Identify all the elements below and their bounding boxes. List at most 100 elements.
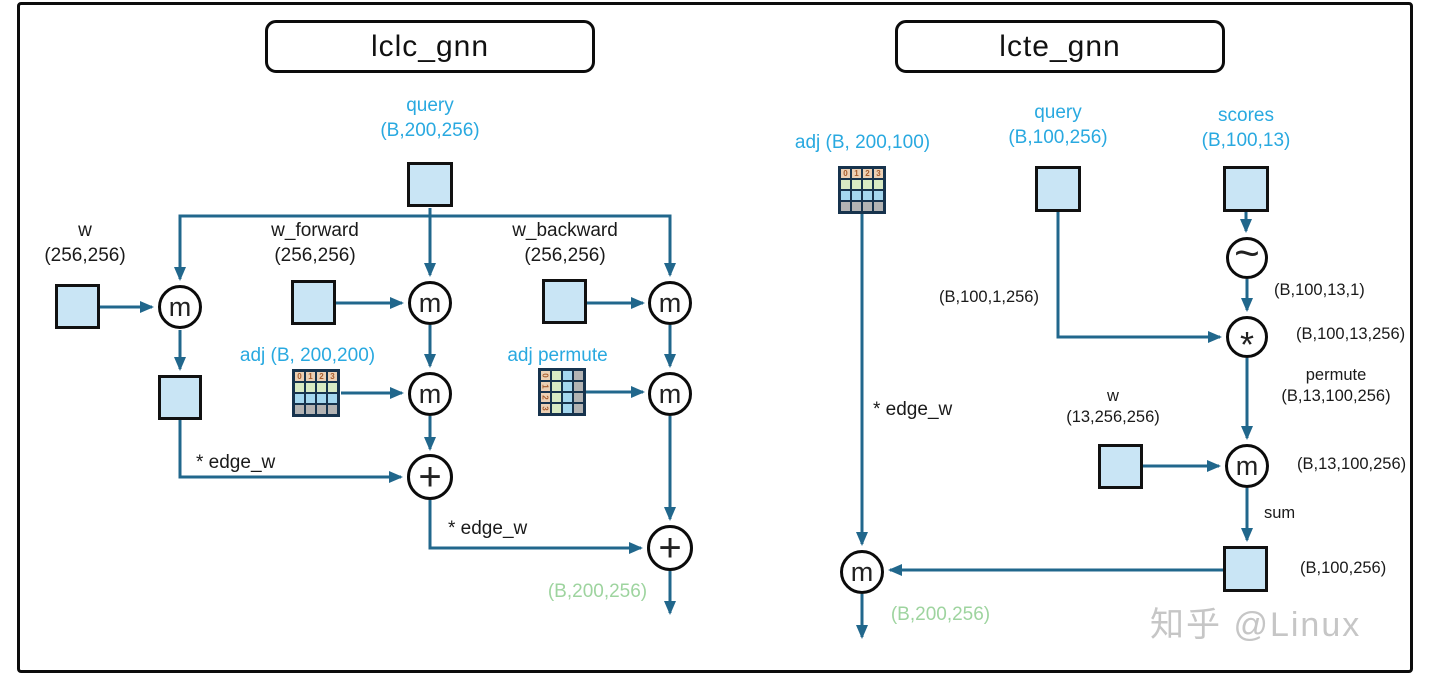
matrix-cell: 1 (306, 372, 315, 381)
left-wbackward-tensor (542, 279, 587, 324)
left-adj-label: adj (B, 200,200) (239, 345, 376, 366)
left-wbackward-shape: (256,256) (524, 245, 606, 266)
matmul-op-circle: m (158, 285, 202, 329)
right-title: lcte_gnn (999, 29, 1121, 63)
adjacency-matrix-icon: 0 1 2 3 (292, 369, 340, 417)
matrix-cell (306, 405, 315, 414)
right-scores-label-block: scores (B,100,13) (1166, 103, 1326, 153)
matrix-cell (863, 202, 872, 211)
left-query-name: query (406, 95, 454, 116)
matrix-cell (563, 393, 572, 402)
adjacency-matrix-permuted-icon: 0 1 2 3 (538, 368, 586, 416)
wire-bus-to-matmul3 (430, 214, 676, 277)
right-sum-label: sum (1264, 504, 1296, 522)
matrix-cell: 3 (874, 169, 883, 178)
matmul-op-circle: m (840, 550, 884, 594)
matrix-cell (874, 180, 883, 189)
right-query-shape: (B,100,256) (1008, 127, 1108, 148)
right-mul-out-shape: (B,100,13,256) (1296, 325, 1406, 343)
matrix-cell (552, 393, 561, 402)
matrix-cell (841, 191, 850, 200)
watermark: 知乎 @Linux (1150, 606, 1362, 644)
matrix-cell (317, 394, 326, 403)
matrix-cell (841, 180, 850, 189)
left-query-shape: (B,200,256) (380, 120, 480, 141)
matrix-cell (574, 371, 583, 380)
wire-add1-to-add2 (428, 500, 643, 554)
right-edge-w-label: * edge_w (873, 399, 953, 420)
left-wforward-name: w_forward (271, 220, 359, 241)
matrix-cell: 2 (541, 393, 550, 402)
right-permute-name: permute (1305, 366, 1367, 384)
outer-border (17, 2, 1413, 673)
matrix-cell (563, 404, 572, 413)
matmul-op-circle: m (648, 372, 692, 416)
matrix-cell (563, 382, 572, 391)
left-intermediate-tensor (158, 375, 202, 420)
matrix-cell: 0 (295, 372, 304, 381)
matrix-cell (306, 394, 315, 403)
right-sum-tensor (1223, 546, 1268, 592)
wire-query-to-mul (1056, 212, 1222, 343)
left-edge-w-label-2: * edge_w (448, 518, 528, 539)
right-scores-tensor (1223, 166, 1269, 212)
wire-bus-to-matmul1 (174, 214, 430, 281)
softmax-op-circle: ~ (1226, 229, 1268, 279)
matrix-cell (852, 202, 861, 211)
right-title-box: lcte_gnn (895, 20, 1225, 73)
matrix-cell: 1 (541, 382, 550, 391)
matrix-cell (317, 383, 326, 392)
add-op-circle: + (647, 525, 693, 571)
left-title: lclc_gnn (370, 29, 490, 63)
left-wforward-label-block: w_forward (256,256) (245, 218, 385, 268)
left-query-tensor (407, 162, 453, 207)
right-permute-label-block: permute (B,13,100,256) (1270, 365, 1402, 407)
matrix-cell (874, 202, 883, 211)
matrix-cell (328, 383, 337, 392)
right-query-tensor (1035, 166, 1081, 212)
matrix-cell (574, 404, 583, 413)
matrix-cell: 3 (328, 372, 337, 381)
matmul-op-circle: m (1225, 444, 1269, 488)
matrix-cell (328, 405, 337, 414)
matrix-cell: 0 (541, 371, 550, 380)
right-w-label-block: w (13,256,256) (1043, 386, 1183, 428)
adjacency-matrix-icon: 0 1 2 3 (838, 166, 886, 214)
left-w-shape: (256,256) (44, 245, 126, 266)
matrix-cell (295, 383, 304, 392)
matrix-cell (563, 371, 572, 380)
matmul-op-circle: m (648, 281, 692, 325)
right-w-shape: (13,256,256) (1066, 408, 1160, 426)
right-permute-shape: (B,13,100,256) (1281, 387, 1391, 405)
left-edge-w-label-1: * edge_w (196, 452, 276, 473)
matrix-cell (852, 180, 861, 189)
matrix-cell: 1 (852, 169, 861, 178)
matrix-cell (328, 394, 337, 403)
left-w-name: w (78, 220, 92, 241)
matrix-cell (295, 394, 304, 403)
matrix-cell (574, 382, 583, 391)
wire-square-to-add1 (178, 420, 403, 483)
right-scores-shape: (B,100,13) (1201, 130, 1291, 151)
left-wbackward-label-block: w_backward (256,256) (495, 218, 635, 268)
right-query-expanded-shape: (B,100,1,256) (939, 288, 1039, 306)
matrix-cell (841, 202, 850, 211)
right-query-label-block: query (B,100,256) (978, 100, 1138, 150)
matrix-cell: 2 (317, 372, 326, 381)
matrix-cell (317, 405, 326, 414)
matrix-cell (874, 191, 883, 200)
matmul-op-circle: m (408, 372, 452, 416)
matrix-cell (306, 383, 315, 392)
matmul-op-circle: m (408, 281, 452, 325)
left-wforward-shape: (256,256) (274, 245, 356, 266)
left-title-box: lclc_gnn (265, 20, 595, 73)
matrix-cell (552, 404, 561, 413)
matrix-cell: 2 (863, 169, 872, 178)
left-w-label-block: w (256,256) (25, 218, 145, 268)
matrix-cell (574, 393, 583, 402)
matrix-cell: 0 (841, 169, 850, 178)
right-query-name: query (1034, 102, 1082, 123)
left-wforward-tensor (291, 280, 336, 325)
matrix-cell: 3 (541, 404, 550, 413)
